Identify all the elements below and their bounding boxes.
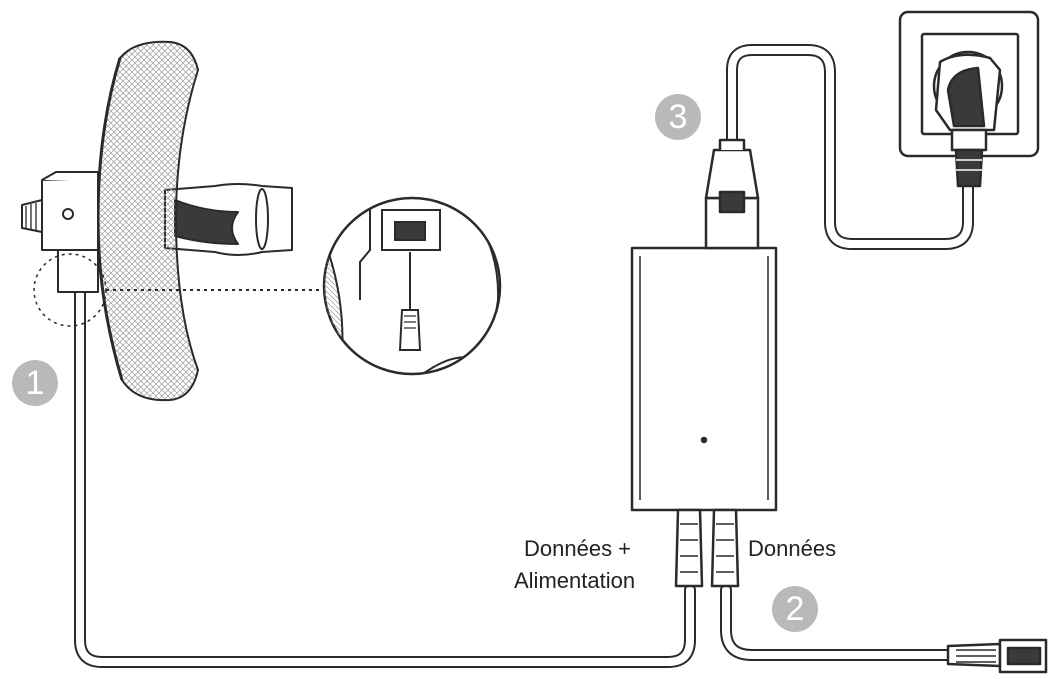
step-2-badge: 2 xyxy=(772,586,818,632)
power-plug-icon xyxy=(934,53,1002,188)
cable-lan-to-network xyxy=(720,584,956,661)
step-3-badge: 3 xyxy=(655,94,701,140)
poe-port-label-line1: Données + xyxy=(524,536,632,561)
poe-injector-icon xyxy=(630,138,778,588)
cable-power xyxy=(726,44,974,250)
step-1-badge: 1 xyxy=(12,360,58,406)
zoom-detail-icon xyxy=(322,196,502,376)
lan-port-label: Données xyxy=(748,536,837,561)
outdoor-cpe-icon xyxy=(21,40,293,402)
poe-port-label-line2: Alimentation xyxy=(514,568,636,593)
cable-poe-to-cpe xyxy=(74,286,696,668)
ethernet-connector-icon xyxy=(946,638,1048,674)
